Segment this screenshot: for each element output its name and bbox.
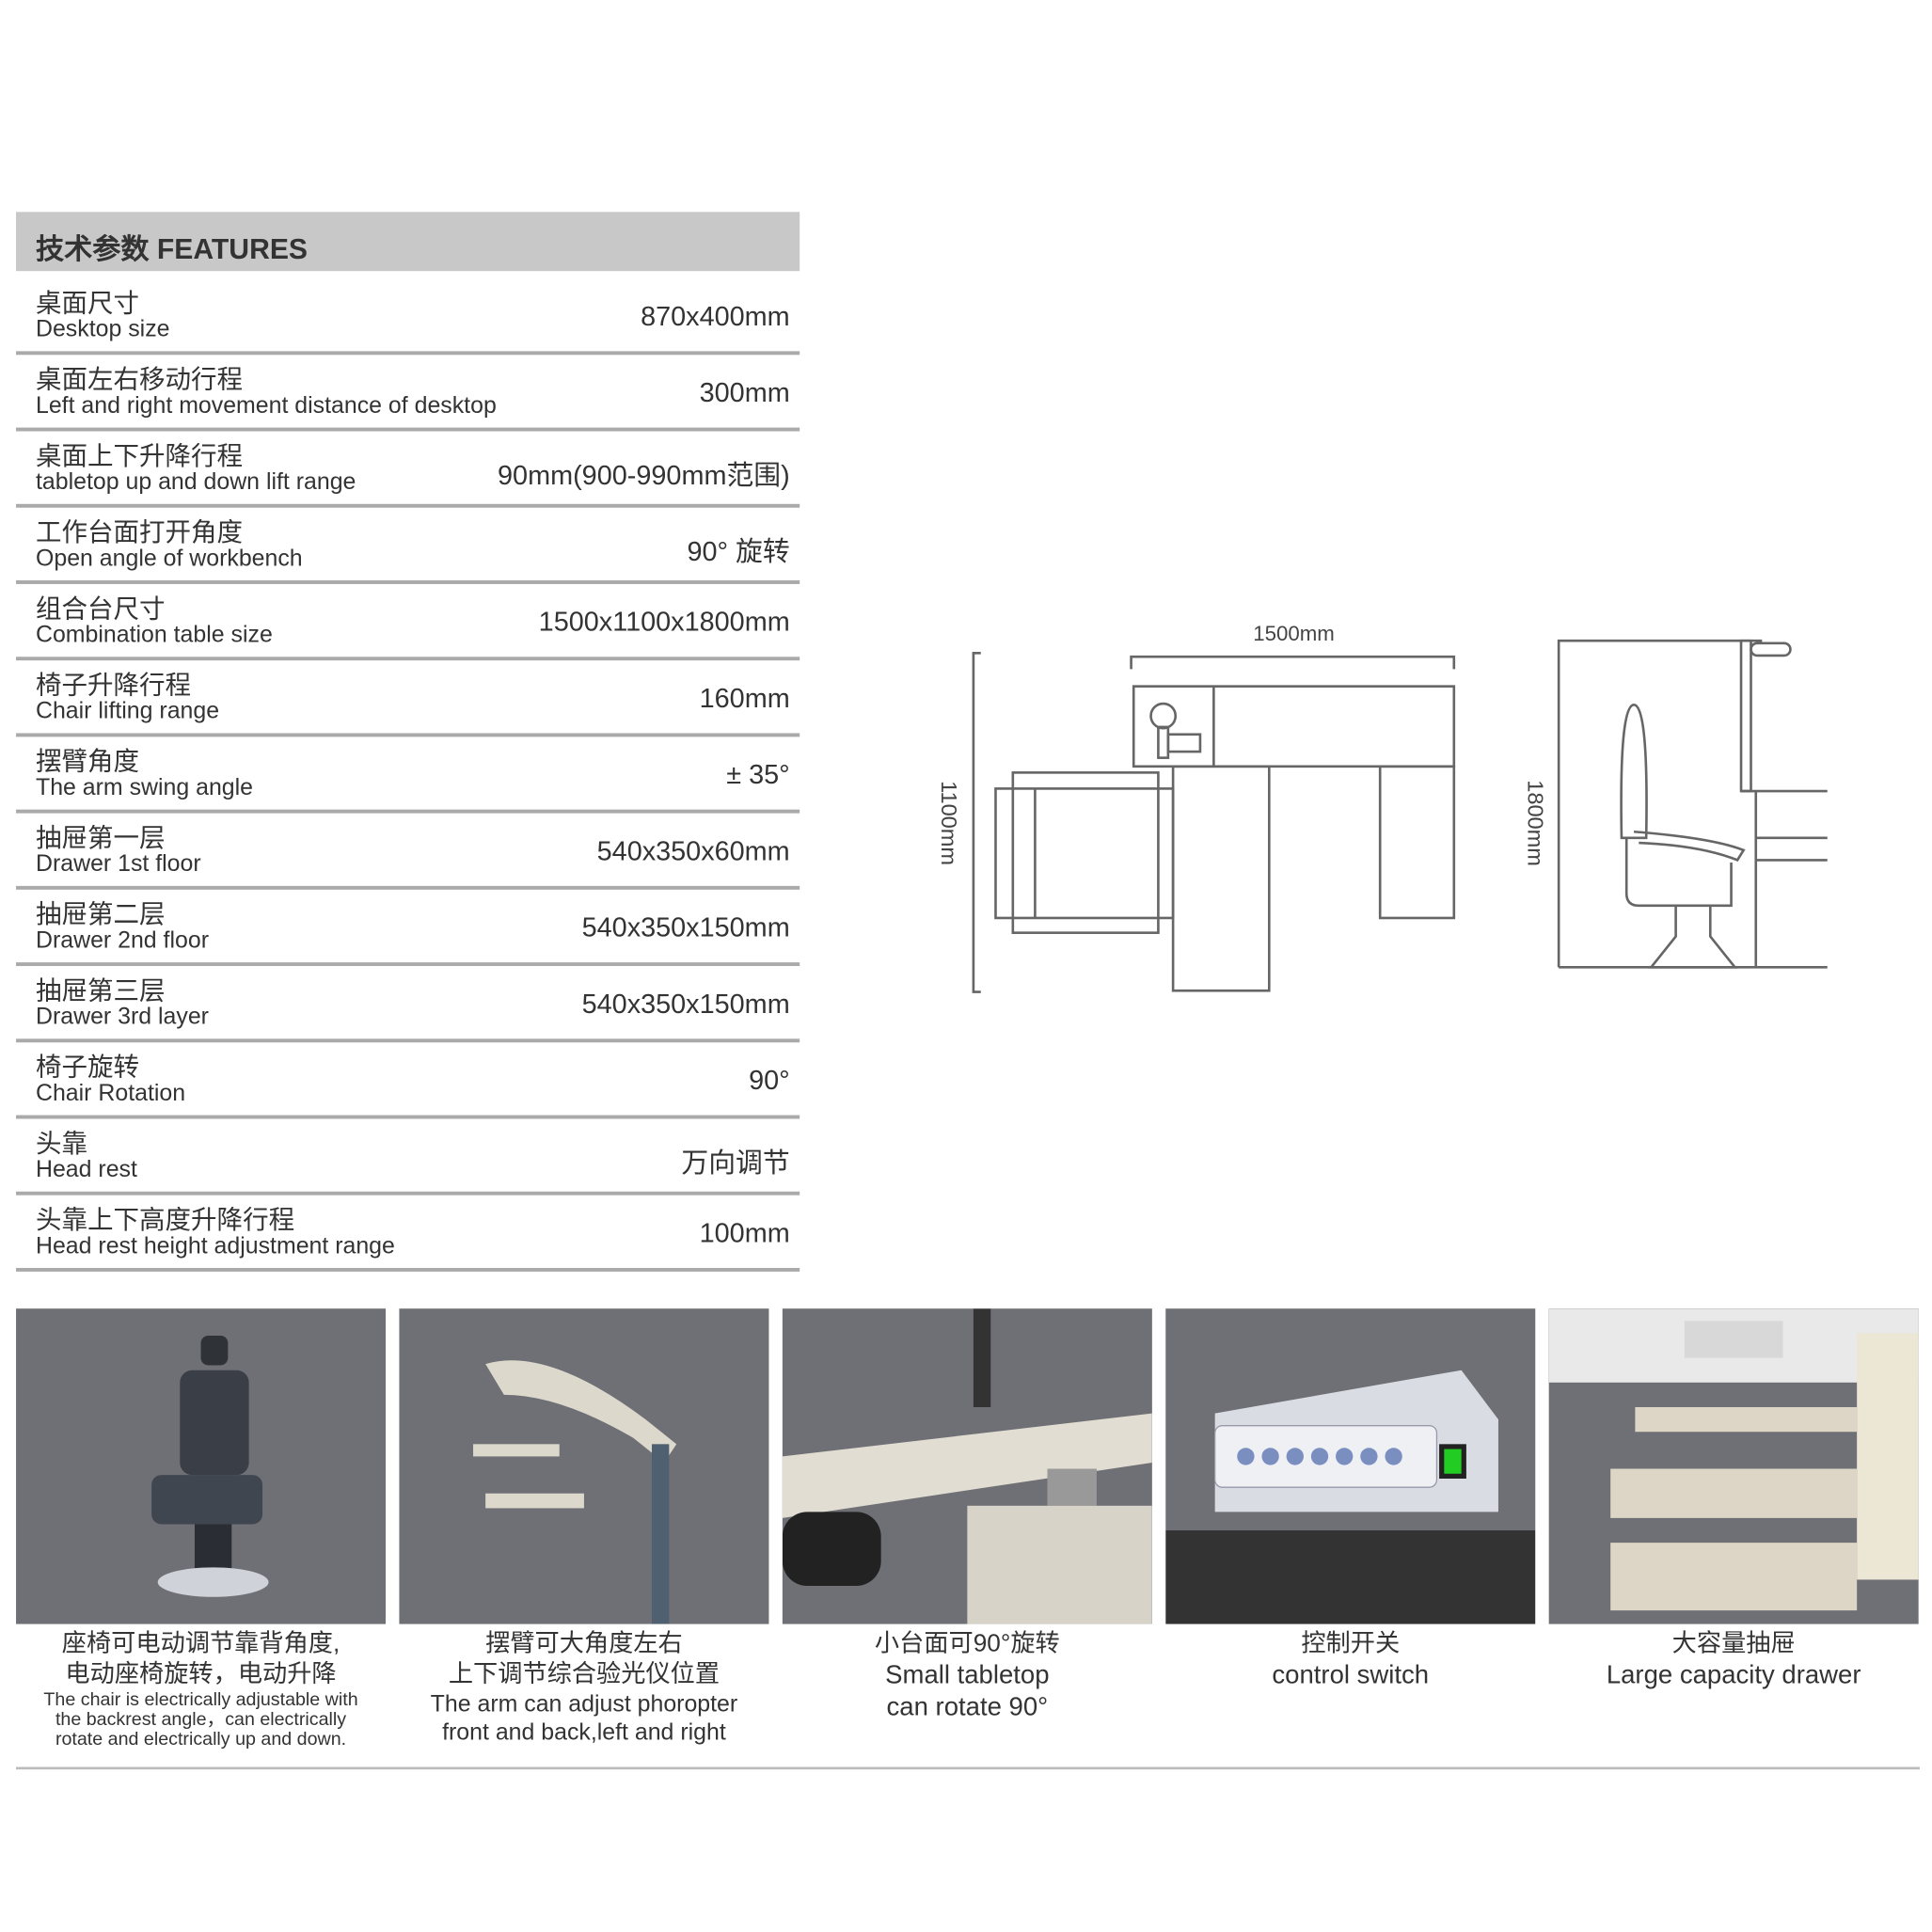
feature-value: 1500x1100x1800mm	[538, 606, 790, 638]
feature-name-cn: 组合台尺寸	[35, 594, 166, 624]
features-title: 技术参数 FEATURES	[35, 232, 309, 265]
caption-en: control switch	[1272, 1660, 1430, 1690]
arm-caption: 摆臂可大角度左右 上下调节综合验光仪位置 The arm can adjust …	[399, 1629, 768, 1748]
width-dimension-label: 1500mm	[1253, 622, 1335, 645]
feature-name-cn: 桌面上下升降行程	[35, 442, 244, 471]
caption-en: Large capacity drawer	[1606, 1660, 1861, 1690]
drawer-photo	[1548, 1308, 1919, 1624]
feature-name-en: Head rest height adjustment range	[35, 1233, 395, 1259]
feature-value: 300mm	[699, 376, 790, 408]
control-switch-caption: 控制开关 control switch	[1165, 1629, 1535, 1692]
feature-value: 540x350x150mm	[581, 911, 790, 943]
tabletop-caption: 小台面可90°旋转 Small tabletop can rotate 90°	[783, 1629, 1152, 1724]
caption-cn: 上下调节综合验光仪位置	[448, 1660, 721, 1688]
feature-name-en: Drawer 1st floor	[35, 851, 201, 878]
control-switch-photo	[1165, 1308, 1536, 1624]
height-dimension-label: 1800mm	[1523, 780, 1547, 866]
feature-name-en: The arm swing angle	[35, 774, 254, 801]
caption-cn: 小台面可90°旋转	[874, 1630, 1060, 1657]
feature-name-cn: 桌面左右移动行程	[35, 366, 244, 395]
feature-value: 万向调节	[681, 1147, 790, 1179]
feature-name-en: Combination table size	[35, 622, 273, 649]
feature-name-en: Desktop size	[35, 316, 170, 343]
feature-value: ± 35°	[726, 758, 790, 790]
caption-en: The arm can adjust phoropter	[430, 1691, 738, 1718]
feature-value: 100mm	[699, 1217, 790, 1249]
caption-en: rotate and electrically up and down.	[55, 1728, 347, 1750]
feature-name-en: Drawer 2nd floor	[35, 927, 209, 954]
feature-name-en: tabletop up and down lift range	[35, 469, 356, 496]
feature-name-en: Drawer 3rd layer	[35, 1004, 209, 1031]
caption-en: front and back,left and right	[442, 1719, 726, 1747]
feature-value: 90° 旋转	[687, 535, 790, 567]
feature-name-cn: 抽屉第二层	[35, 900, 166, 929]
feature-value: 90mm(900-990mm范围)	[498, 459, 790, 491]
feature-name-en: Chair Rotation	[35, 1080, 186, 1107]
caption-en: Small tabletop	[885, 1660, 1050, 1690]
depth-dimension-label: 1100mm	[937, 781, 961, 865]
features-header: 技术参数 FEATURES	[16, 212, 800, 272]
feature-name-cn: 椅子旋转	[35, 1053, 140, 1083]
caption-cn: 控制开关	[1301, 1630, 1401, 1657]
chair-caption: 座椅可电动调节靠背角度, 电动座椅旋转，电动升降 The chair is el…	[16, 1629, 386, 1750]
caption-cn: 摆臂可大角度左右	[485, 1630, 683, 1657]
caption-cn: 座椅可电动调节靠背角度,	[61, 1630, 340, 1657]
feature-value: 540x350x60mm	[596, 835, 790, 866]
feature-name-cn: 椅子升降行程	[35, 671, 192, 701]
feature-value: 90°	[749, 1064, 790, 1096]
tabletop-photo	[782, 1308, 1152, 1624]
caption-cn: 大容量抽屉	[1671, 1630, 1796, 1657]
caption-cn: 电动座椅旋转，电动升降	[65, 1660, 337, 1688]
caption-en: can rotate 90°	[886, 1692, 1049, 1722]
feature-value: 540x350x150mm	[581, 988, 790, 1020]
arm-photo	[399, 1308, 769, 1624]
feature-name-cn: 抽屉第一层	[35, 824, 166, 853]
feature-name-en: Chair lifting range	[35, 698, 220, 725]
feature-name-cn: 摆臂角度	[35, 748, 140, 777]
feature-value: 870x400mm	[641, 300, 790, 332]
feature-name-en: Open angle of workbench	[35, 546, 303, 572]
feature-name-cn: 头靠上下高度升降行程	[35, 1206, 295, 1235]
feature-name-cn: 头靠	[35, 1130, 88, 1159]
divider	[16, 1766, 1920, 1770]
feature-name-cn: 工作台面打开角度	[35, 518, 244, 547]
feature-value: 160mm	[699, 682, 790, 714]
feature-name-cn: 桌面尺寸	[35, 289, 140, 318]
drawer-caption: 大容量抽屉 Large capacity drawer	[1549, 1629, 1919, 1692]
feature-name-cn: 抽屉第三层	[35, 976, 166, 1006]
feature-name-en: Head rest	[35, 1157, 137, 1183]
feature-name-en: Left and right movement distance of desk…	[35, 392, 497, 420]
caption-en: the backrest angle，can electrically	[55, 1708, 347, 1731]
caption-en: The chair is electrically adjustable wit…	[43, 1689, 358, 1711]
chair-photo	[16, 1308, 387, 1624]
